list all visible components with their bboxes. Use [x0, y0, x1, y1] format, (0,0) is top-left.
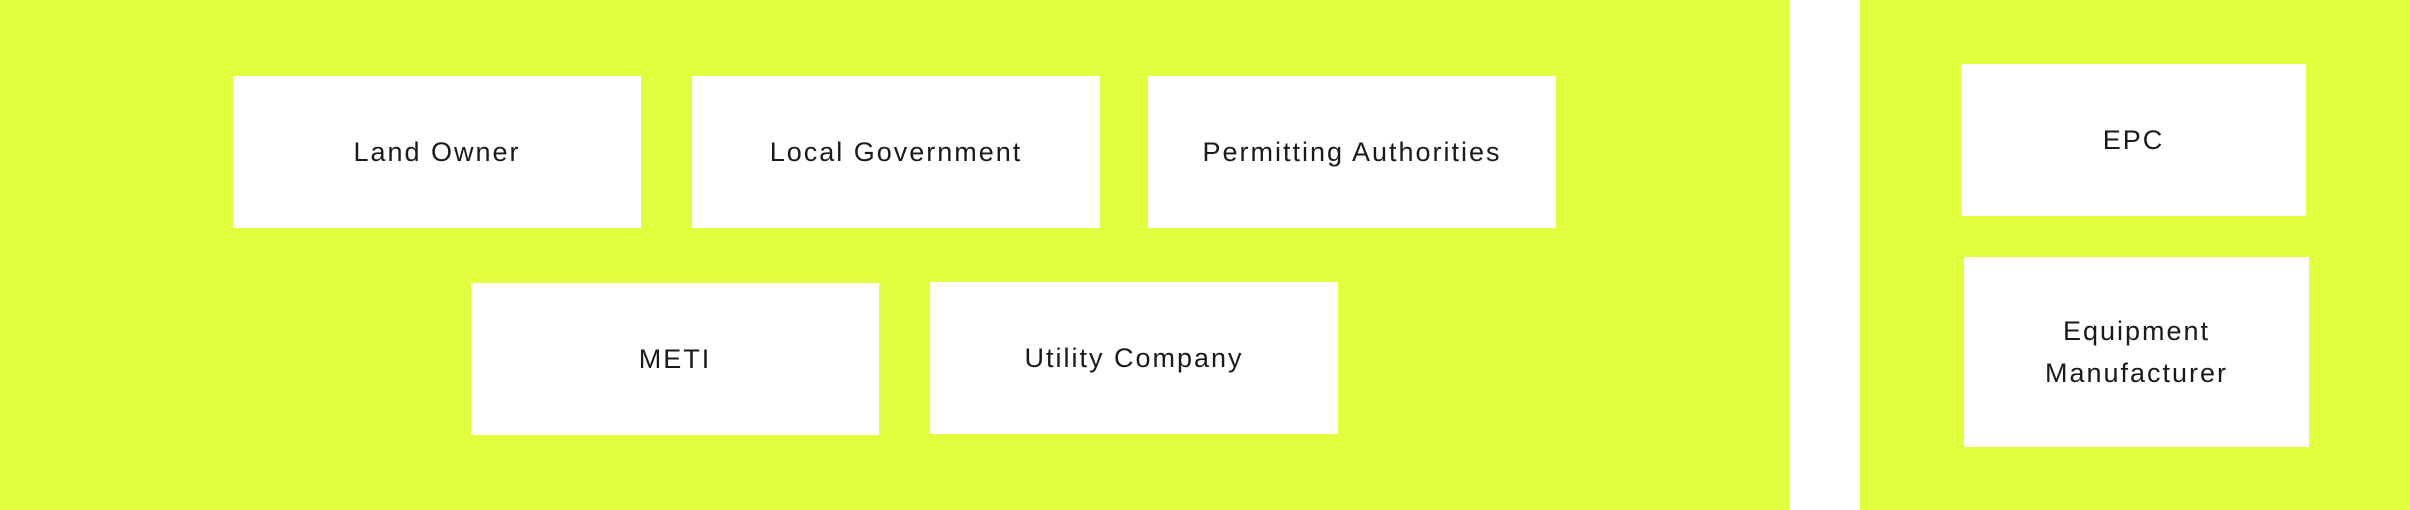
node-label: METI	[638, 344, 712, 374]
node-land-owner: Land Owner	[233, 76, 641, 228]
left-stakeholder-panel: Land Owner Local Government Permitting A…	[0, 0, 1790, 510]
node-label: Land Owner	[353, 137, 521, 167]
node-label: Permitting Authorities	[1202, 137, 1502, 167]
node-label: Local Government	[769, 137, 1023, 167]
node-label: EPC	[2102, 125, 2165, 155]
node-label-line-2: Manufacturer	[2044, 358, 2229, 388]
node-equipment-manufacturer: Equipment Manufacturer	[1964, 257, 2309, 447]
node-label-line-1: Equipment	[2062, 316, 2211, 346]
node-permitting-authorities: Permitting Authorities	[1148, 76, 1556, 228]
node-local-government: Local Government	[692, 76, 1100, 228]
node-utility-company: Utility Company	[930, 282, 1338, 434]
node-epc: EPC	[1961, 64, 2306, 216]
node-meti: METI	[471, 283, 879, 435]
node-label: Utility Company	[1024, 343, 1244, 373]
